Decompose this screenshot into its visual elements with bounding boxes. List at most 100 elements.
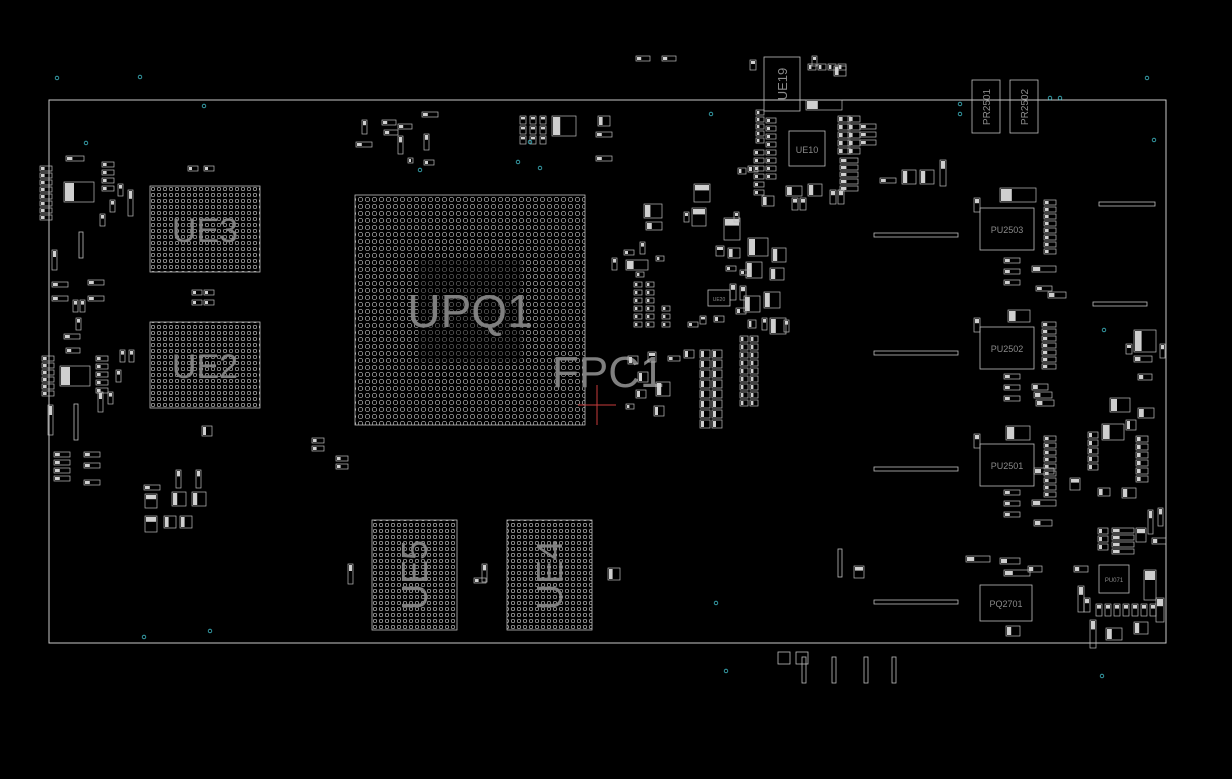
passive-part: [749, 383, 759, 391]
connector-strips: [73, 201, 1156, 605]
passive-pad: [1001, 559, 1007, 563]
passive-part: [95, 371, 109, 378]
passive-part: [1087, 431, 1099, 439]
passive-part: [1122, 603, 1130, 617]
via: [141, 634, 147, 640]
passive-pad: [1043, 344, 1048, 347]
passive-part: [1047, 291, 1067, 299]
chip-ue4[interactable]: UE4: [506, 519, 593, 631]
chip-pu2503[interactable]: PU2503: [979, 207, 1035, 251]
passive-part: [529, 115, 537, 125]
passive-pad: [757, 132, 760, 135]
passive-pad: [741, 337, 744, 341]
passive-part: [1035, 285, 1053, 292]
passive-pad: [53, 297, 58, 300]
passive-part: [765, 125, 777, 132]
passive-pad: [1135, 623, 1140, 633]
label-pu2502: PU2502: [991, 344, 1024, 354]
passive-pad: [1113, 529, 1120, 532]
passive-pad: [383, 121, 388, 124]
chip-label-ue2: UE2: [172, 348, 238, 386]
chip-pq2701[interactable]: PQ2701: [979, 584, 1033, 622]
passive-pad: [809, 185, 814, 195]
chip-ue19[interactable]: UE19: [763, 56, 801, 112]
passive-pad: [1005, 386, 1010, 389]
passive-pad: [729, 249, 733, 257]
passive-pad: [1111, 399, 1117, 411]
passive-part: [1135, 475, 1149, 483]
passive-part: [633, 297, 643, 304]
chip-pu-small[interactable]: PU071: [1098, 564, 1130, 594]
passive-pad: [1045, 222, 1049, 225]
passive-pad: [130, 351, 133, 355]
passive-pad: [767, 135, 770, 138]
chip-ue10[interactable]: UE10: [788, 130, 826, 167]
chip-ue20[interactable]: UE20: [707, 289, 731, 307]
passive-pad: [669, 357, 673, 360]
passive-part: [1125, 419, 1137, 431]
passive-part: [713, 315, 725, 323]
passive-part: [833, 65, 847, 77]
passive-pad: [1037, 287, 1042, 290]
passive-pad: [1007, 627, 1012, 635]
passive-pad: [49, 406, 52, 415]
chip-pu2501[interactable]: PU2501: [979, 443, 1035, 487]
passive-part: [739, 285, 747, 301]
passive-part: [749, 343, 759, 351]
passive-pad: [53, 251, 56, 257]
passive-pad: [1043, 365, 1048, 368]
passive-part: [107, 391, 114, 405]
passive-part: [699, 389, 711, 399]
passive-part: [83, 462, 101, 469]
chip-upq1[interactable]: UPQ1: [354, 194, 586, 426]
resistor-pr2501[interactable]: PR2501: [971, 79, 1001, 134]
passive-pad: [129, 191, 132, 199]
passive-part: [755, 137, 765, 144]
passive-part: [1031, 383, 1049, 391]
via: [537, 165, 543, 171]
passive-part: [1041, 342, 1057, 349]
passive-part: [973, 433, 981, 449]
via: [957, 111, 963, 117]
passive-part: [637, 371, 649, 383]
passive-part: [739, 351, 749, 359]
passive-part: [51, 249, 58, 271]
passive-part: [749, 367, 759, 375]
passive-pad: [399, 125, 404, 128]
passive-part: [633, 313, 643, 320]
passive-part: [749, 391, 759, 399]
passive-part: [859, 139, 877, 146]
chip-ue5[interactable]: UE5: [371, 519, 458, 631]
passive-pad: [53, 283, 58, 286]
passive-part: [711, 359, 723, 369]
chip-ue3[interactable]: UE3: [149, 185, 261, 273]
resistor-pr2502[interactable]: PR2502: [1009, 79, 1039, 134]
passive-part: [53, 459, 71, 466]
passive-pad: [1099, 537, 1102, 541]
passive-pad: [1089, 449, 1092, 453]
chip-ue2[interactable]: UE2: [149, 321, 261, 409]
passive-pad: [717, 247, 723, 250]
passive-pad: [785, 321, 788, 325]
passive-pad: [103, 163, 107, 166]
passive-part: [191, 289, 203, 296]
passive-part: [1147, 509, 1154, 535]
passive-pad: [1045, 215, 1049, 218]
passive-pad: [629, 357, 632, 363]
passive-pad: [713, 351, 716, 357]
passive-pad: [741, 385, 744, 389]
passive-pad: [647, 315, 650, 318]
passive-pad: [637, 391, 640, 397]
passive-pad: [1135, 331, 1142, 351]
passive-pad: [1085, 599, 1089, 604]
passive-pad: [647, 307, 650, 310]
passive-part: [699, 359, 711, 369]
passive-pad: [1005, 259, 1010, 262]
passive-pad: [1033, 501, 1041, 505]
passive-part: [1033, 519, 1053, 527]
passive-part: [187, 165, 199, 172]
passive-part: [1033, 467, 1055, 475]
chip-pu2502[interactable]: PU2502: [979, 326, 1035, 370]
passive-pad: [741, 401, 744, 405]
